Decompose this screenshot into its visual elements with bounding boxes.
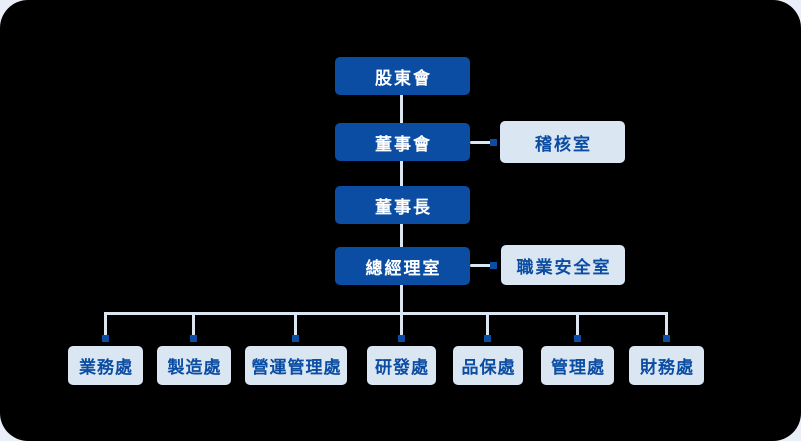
connector-drop-qa bbox=[486, 312, 489, 336]
connector-drop-rnd bbox=[400, 312, 403, 336]
org-node-division-rnd: 研發處 bbox=[367, 346, 436, 385]
connector-drop-finance bbox=[665, 312, 668, 336]
org-node-chairman: 董事長 bbox=[335, 186, 470, 224]
connector-drop-operations bbox=[294, 312, 297, 336]
connector-dot-safety bbox=[490, 262, 497, 269]
connector-dot-operations bbox=[292, 335, 299, 342]
connector-drop-sales bbox=[104, 312, 107, 336]
org-node-division-finance: 財務處 bbox=[629, 346, 704, 385]
connector-dot-sales bbox=[102, 335, 109, 342]
connector-chairman-president bbox=[400, 224, 403, 247]
connector-dot-rnd bbox=[398, 335, 405, 342]
connector-dot-finance bbox=[663, 335, 670, 342]
connector-dot-manufacturing bbox=[190, 335, 197, 342]
org-node-president-office: 總經理室 bbox=[335, 247, 470, 285]
org-node-shareholders-meeting: 股東會 bbox=[335, 57, 470, 95]
org-node-division-quality-assurance: 品保處 bbox=[453, 346, 523, 385]
connector-shareholders-board bbox=[400, 95, 403, 123]
org-node-division-operations-management: 營運管理處 bbox=[245, 346, 347, 385]
connector-dot-audit bbox=[490, 139, 497, 146]
connector-divisions-trunk bbox=[104, 312, 668, 315]
connector-dot-admin bbox=[574, 335, 581, 342]
connector-dot-qa bbox=[484, 335, 491, 342]
connector-drop-manufacturing bbox=[192, 312, 195, 336]
org-node-occupational-safety-office: 職業安全室 bbox=[501, 245, 625, 285]
connector-board-chairman bbox=[400, 161, 403, 186]
org-node-division-manufacturing: 製造處 bbox=[157, 346, 231, 385]
org-node-division-administration: 管理處 bbox=[541, 346, 614, 385]
org-node-division-sales: 業務處 bbox=[68, 346, 143, 385]
org-node-board-of-directors: 董事會 bbox=[335, 123, 470, 161]
connector-president-safety bbox=[470, 264, 491, 267]
connector-board-audit bbox=[470, 141, 491, 144]
connector-drop-admin bbox=[576, 312, 579, 336]
org-node-audit-office: 稽核室 bbox=[500, 121, 625, 163]
connector-president-trunk bbox=[400, 285, 403, 336]
